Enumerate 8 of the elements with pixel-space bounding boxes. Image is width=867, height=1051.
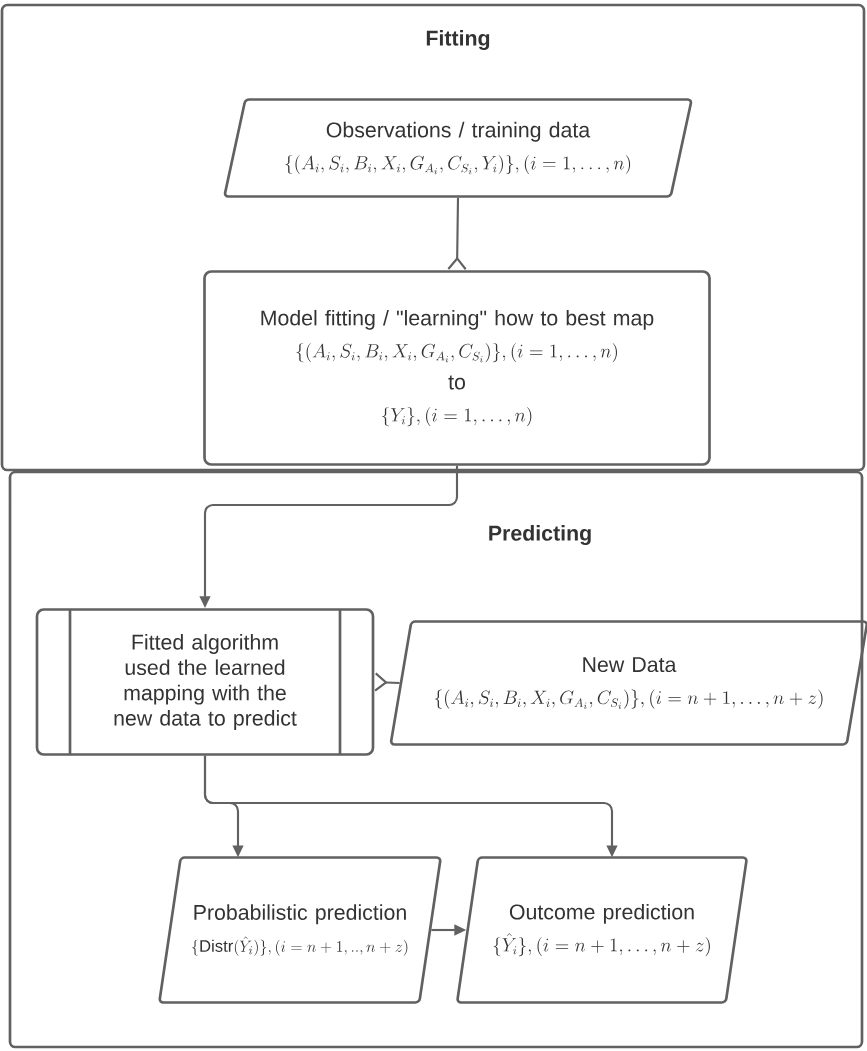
data-parallelogram: Outcome prediction $\{\hat{Y}_i\},(i=n+1,\ldots,n+z)$ [456,856,748,1004]
predefined-process-box: Fitted algorithm used the learned mapping with the new data to predict [35,608,375,756]
data-parallelogram: New Data $\{(A_i,S_i,B_i,X_i,G_{A_i},C_{S_i})\},(i=n+1,\ldots,n+z)$ [389,620,867,746]
crows-foot-connector [447,197,467,270]
data-parallelogram: Observations / training data $\{(A_i,S_i,B_i,X_i,G_{A_i},C_{S_i},Y_i)\},(i=1,\ldots,n)$ [223,98,693,198]
process-box: Model fitting / "learning" how to best map $\{(A_i,S_i,B_i,X_i,G_{A_i},C_{S_i})\},(i=1,\ldots,n)$ to $\{Y_i\},(i=1,\ldots,n)$ [203,270,711,466]
data-parallelogram: Probabilistic prediction $\{\mathrm{Distr}(\hat{Y}_i)\},(i=n+1,..,n+z)$ [158,856,442,1004]
crows-foot-connector [374,672,400,692]
